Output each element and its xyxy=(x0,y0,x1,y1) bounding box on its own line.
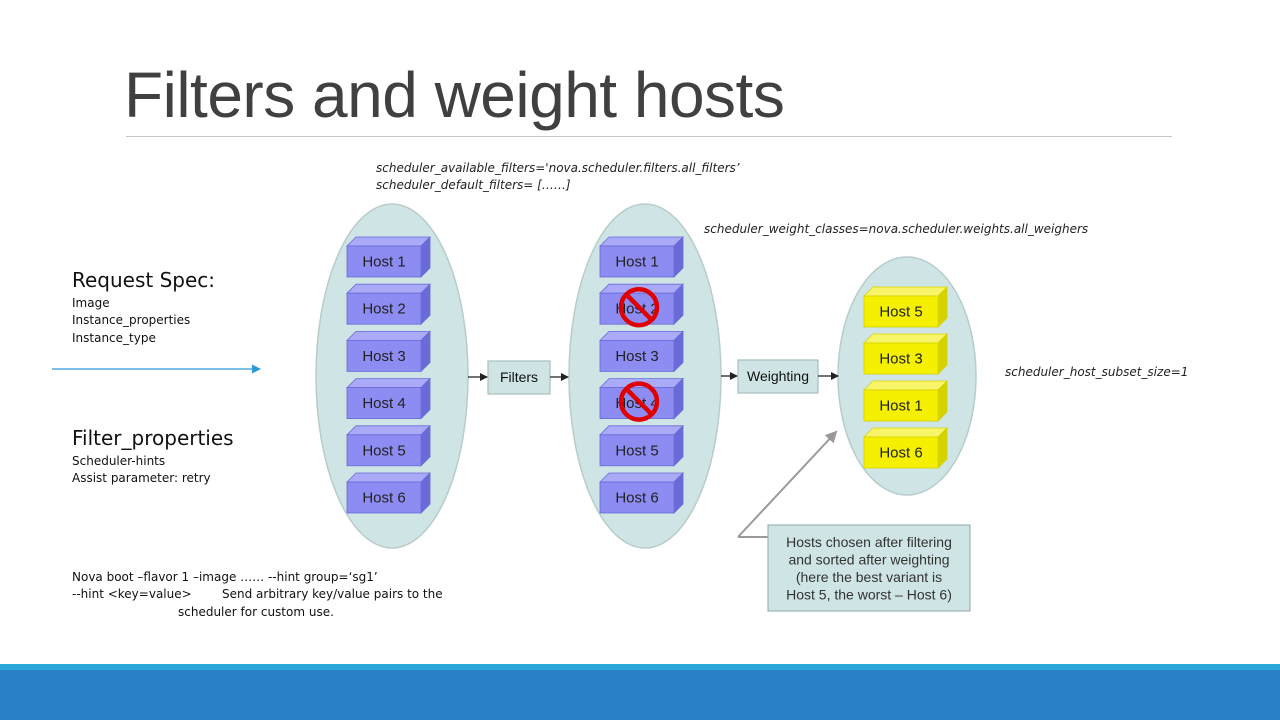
host-box-front xyxy=(863,295,939,328)
callout-line: Host 5, the worst – Host 6) xyxy=(786,587,952,603)
host-label: Host 3 xyxy=(879,351,922,368)
host-box-front xyxy=(346,481,422,514)
request-spec-item-instance-properties: Instance_properties xyxy=(72,313,191,327)
host-label: Host 5 xyxy=(362,442,405,459)
footer-band xyxy=(0,670,1280,720)
weighting-box xyxy=(737,359,819,394)
request-spec-item-instance-type: Instance_type xyxy=(72,331,156,345)
host-box-top xyxy=(599,330,684,341)
host-box-front xyxy=(863,436,939,469)
weighting-label: Weighting xyxy=(747,368,809,384)
host-box-top xyxy=(863,427,948,438)
pool3-host-host-3: Host 3 xyxy=(863,333,948,375)
hint-flag: --hint <key=value> xyxy=(72,587,192,601)
weighted-hosts-list: Host 5 Host 3 Host 1 Host 6 xyxy=(863,286,948,469)
host-box-top xyxy=(863,286,948,297)
host-label: Host 1 xyxy=(615,254,658,271)
host-box-top xyxy=(863,333,948,344)
host-box-front xyxy=(346,245,422,278)
callout-box xyxy=(767,524,971,612)
host-box-top xyxy=(346,283,431,294)
host-subset-size-note: scheduler_host_subset_size=1 xyxy=(1005,365,1189,379)
pool2-host-host-5: Host 5 xyxy=(599,424,684,467)
host-label: Host 4 xyxy=(362,395,405,412)
pool1-host-host-3: Host 3 xyxy=(346,330,431,373)
host-label: Host 3 xyxy=(362,348,405,365)
pool3-host-host-5: Host 5 xyxy=(863,286,948,328)
footer-accent-band xyxy=(0,664,1280,670)
nova-boot-command: Nova boot –flavor 1 –image …… --hint gro… xyxy=(72,570,378,584)
host-box-top xyxy=(599,425,684,436)
host-label: Host 6 xyxy=(615,490,658,507)
reject-icon-host-2 xyxy=(618,286,660,328)
host-box-front xyxy=(346,387,422,420)
host-box-front xyxy=(863,342,939,375)
host-box-front xyxy=(599,481,675,514)
pool2-host-host-2: Host 2 xyxy=(599,283,684,326)
title-divider xyxy=(126,136,1172,137)
host-box-top xyxy=(346,236,431,247)
filters-label: Filters xyxy=(500,369,538,385)
host-label: Host 6 xyxy=(879,445,922,462)
pool1-host-host-5: Host 5 xyxy=(346,424,431,467)
host-label: Host 6 xyxy=(362,490,405,507)
pool1-host-host-6: Host 6 xyxy=(346,472,431,514)
host-label: Host 3 xyxy=(615,348,658,365)
hint-description: Send arbitrary key/value pairs to the xyxy=(222,587,443,601)
host-label: Host 1 xyxy=(362,254,405,271)
host-box-front xyxy=(599,292,675,325)
pool2-host-host-6: Host 6 xyxy=(599,472,684,514)
pool2-host-host-3: Host 3 xyxy=(599,330,684,373)
host-box-top xyxy=(863,380,948,391)
default-filters-note: scheduler_default_filters= [……] xyxy=(376,178,571,192)
host-box-front xyxy=(346,339,422,372)
host-box-front xyxy=(346,292,422,325)
host-box-top xyxy=(346,472,431,483)
host-box-top xyxy=(346,330,431,341)
filter-properties-item-retry: Assist parameter: retry xyxy=(72,471,211,485)
request-spec-item-image: Image xyxy=(72,296,110,310)
host-label: Host 2 xyxy=(362,301,405,318)
host-box-front xyxy=(863,389,939,422)
host-box-top xyxy=(599,472,684,483)
pool2-host-host-1: Host 1 xyxy=(599,236,684,278)
host-box-top xyxy=(346,425,431,436)
filters-box xyxy=(487,360,551,395)
all-hosts-list: Host 1 Host 2 Host 3 Host 4 Host 5 Host 6 xyxy=(346,236,431,514)
callout-text: Hosts chosen after filtering and sorted a… xyxy=(786,534,952,603)
callout-line: and sorted after weighting xyxy=(788,552,949,568)
filter-properties-item-hints: Scheduler-hints xyxy=(72,454,166,468)
callout-line: Hosts chosen after filtering xyxy=(786,534,952,550)
weight-classes-note: scheduler_weight_classes=nova.scheduler.… xyxy=(704,222,1089,236)
host-box-top xyxy=(599,236,684,247)
hint-description-continued: scheduler for custom use. xyxy=(178,605,334,619)
host-label: Host 5 xyxy=(879,304,922,321)
host-box-top xyxy=(346,378,431,389)
callout-pointer xyxy=(737,430,838,538)
host-box-front xyxy=(599,434,675,467)
slide-title: Filters and weight hosts xyxy=(124,59,785,131)
available-filters-note: scheduler_available_filters='nova.schedu… xyxy=(376,161,740,175)
request-spec-heading: Request Spec: xyxy=(72,268,216,292)
host-label: Host 5 xyxy=(615,442,658,459)
pool1-host-host-2: Host 2 xyxy=(346,283,431,326)
pool3-host-host-6: Host 6 xyxy=(863,427,948,469)
callout-line: (here the best variant is xyxy=(796,569,942,585)
host-label: Host 1 xyxy=(879,398,922,415)
pool1-host-host-1: Host 1 xyxy=(346,236,431,278)
pool3-host-host-1: Host 1 xyxy=(863,380,948,422)
host-box-front xyxy=(599,245,675,278)
pool1-host-host-4: Host 4 xyxy=(346,377,431,420)
host-box-front xyxy=(346,434,422,467)
host-box-front xyxy=(599,387,675,420)
reject-icon-host-4 xyxy=(618,381,660,422)
filter-properties-heading: Filter_properties xyxy=(72,426,234,450)
host-box-front xyxy=(599,339,675,372)
